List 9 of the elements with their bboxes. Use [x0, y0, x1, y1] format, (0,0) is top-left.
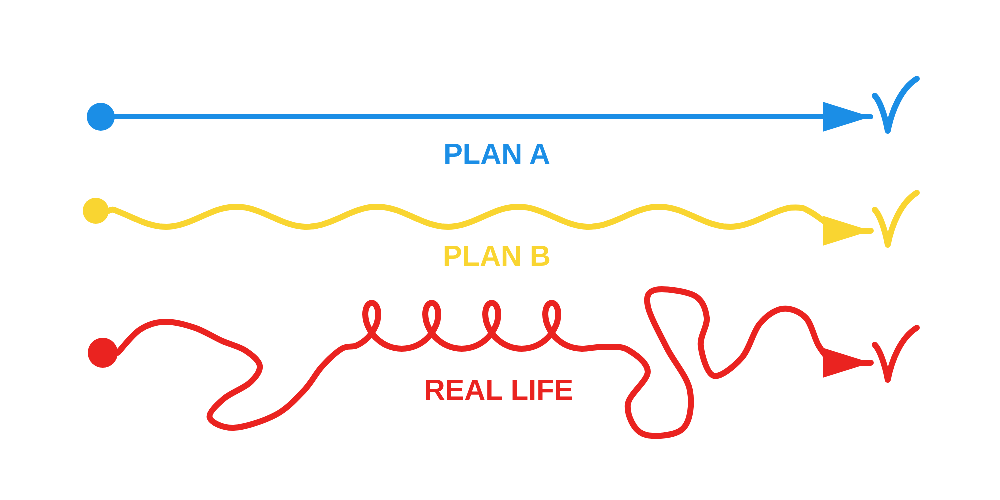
start-dot	[87, 103, 115, 131]
checkmark-icon	[871, 189, 921, 249]
checkmark-icon	[871, 75, 921, 135]
start-dot	[88, 338, 118, 368]
arrow	[106, 204, 874, 246]
arrow	[112, 102, 874, 132]
arrow	[115, 286, 874, 440]
start-dot	[83, 198, 109, 224]
checkmark-icon	[871, 324, 921, 384]
